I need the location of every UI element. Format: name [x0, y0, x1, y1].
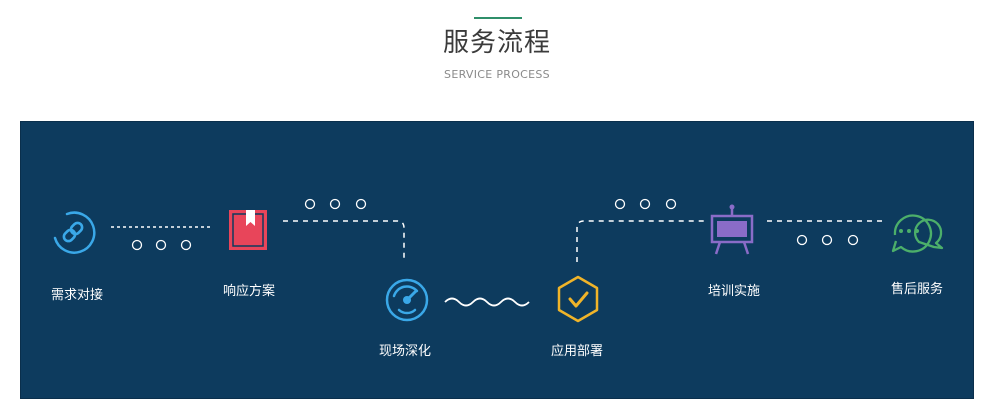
section-title: 服务流程: [442, 28, 551, 58]
dots-4-5: [614, 198, 677, 210]
step-label-proposal: 响应方案: [222, 284, 276, 299]
connector-2-3: [283, 220, 405, 262]
bookmark-icon: [229, 210, 267, 250]
dots-2-3: [304, 198, 367, 210]
step-label-deployment: 应用部署: [550, 344, 604, 359]
link-icon: [53, 211, 96, 254]
connector-3-4: [444, 297, 530, 307]
title-accent-line: [474, 17, 522, 19]
presentation-board-icon: [710, 204, 754, 255]
step-label-requirement: 需求对接: [50, 288, 104, 303]
gauge-icon: [385, 278, 429, 322]
step-label-training: 培训实施: [707, 284, 761, 299]
dots-1-2: [131, 239, 192, 251]
process-diagram: [53, 198, 944, 323]
dots-5-6: [796, 234, 859, 246]
chat-bubbles-icon: [891, 214, 944, 253]
service-process-panel: 需求对接 响应方案 现场深化 应用部署 培训实施 售后服务: [20, 121, 974, 399]
step-label-after-sales: 售后服务: [890, 282, 944, 297]
check-hexagon-icon: [557, 275, 599, 323]
connector-4-5: [576, 220, 705, 262]
step-label-onsite: 现场深化: [378, 344, 432, 359]
section-subtitle: SERVICE PROCESS: [444, 68, 550, 81]
